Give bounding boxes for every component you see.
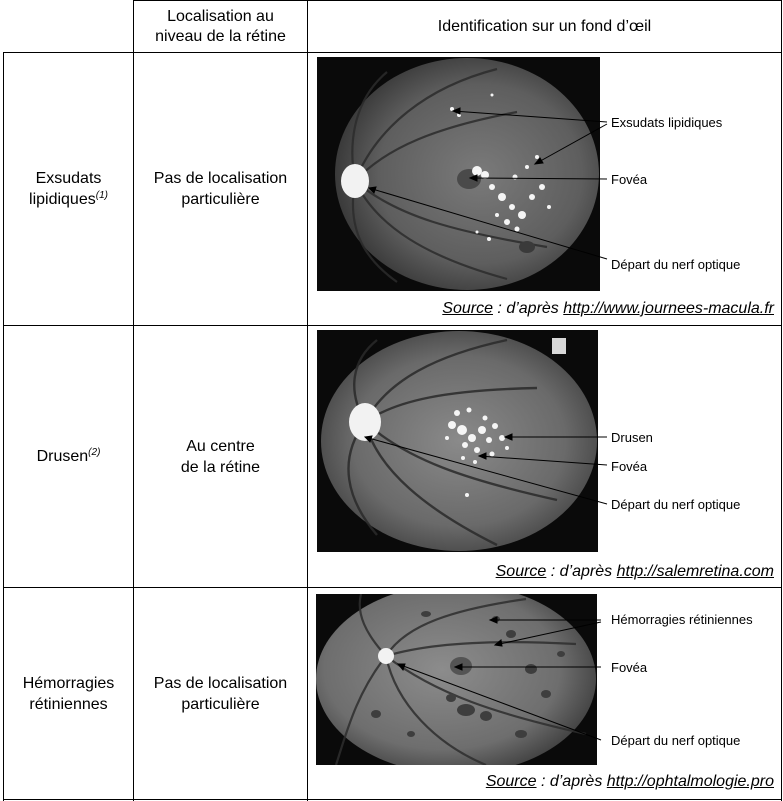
row2-source-link[interactable]: http://salemretina.com bbox=[616, 563, 774, 580]
row2-name-text: Drusen bbox=[36, 448, 89, 465]
row1-source-link[interactable]: http://www.journees-macula.fr bbox=[563, 300, 774, 317]
row2-note: (2) bbox=[88, 447, 101, 458]
row1-source-mid: : d’après bbox=[492, 300, 564, 317]
header-identification: Identification sur un fond d’œil bbox=[308, 1, 781, 52]
row3-source-mid: : d’après bbox=[536, 773, 607, 790]
row2-source-word: Source bbox=[495, 563, 547, 580]
row1-fundus-image bbox=[317, 57, 600, 291]
row1-localisation: Pas de localisation particulière bbox=[153, 170, 288, 208]
row2-source-mid: : d’après bbox=[546, 563, 617, 580]
row2-label-drusen: Drusen bbox=[611, 430, 653, 445]
row2-name: Drusen(2) bbox=[37, 446, 101, 467]
row3-name: Hémorragies rétiniennes bbox=[22, 674, 115, 713]
row3-label-fovea: Fovéa bbox=[611, 660, 648, 675]
row3-fundus-image bbox=[316, 594, 597, 765]
row1-source-word: Source bbox=[442, 300, 493, 317]
row3-localisation-cell: Pas de localisation particulière bbox=[134, 588, 307, 799]
row1-name-text: Exsudats lipidiques bbox=[29, 170, 102, 208]
row3-source-word: Source bbox=[485, 773, 537, 790]
row2-localisation: Au centre de la rétine bbox=[180, 437, 261, 476]
row2-source: Source : d’après http://salemretina.com bbox=[496, 563, 774, 581]
row3-label-optic-nerve: Départ du nerf optique bbox=[611, 733, 741, 748]
header-identification-text: Identification sur un fond d’œil bbox=[437, 17, 652, 35]
row2-label-optic-nerve: Départ du nerf optique bbox=[611, 497, 741, 512]
row1-label-optic-nerve: Départ du nerf optique bbox=[611, 257, 741, 272]
row3-localisation: Pas de localisation particulière bbox=[153, 674, 288, 713]
row3-source: Source : d’après http://ophtalmologie.pr… bbox=[486, 773, 774, 791]
row1-label-fovea: Fovéa bbox=[611, 172, 648, 187]
row2-label-fovea: Fovéa bbox=[611, 459, 648, 474]
row3-name-cell: Hémorragies rétiniennes bbox=[4, 588, 133, 799]
row2-fundus-image bbox=[317, 330, 598, 552]
header-localisation: Localisation au niveau de la rétine bbox=[134, 1, 307, 52]
row1-label-exudates: Exsudats lipidiques bbox=[611, 115, 723, 130]
row3-source-link[interactable]: http://ophtalmologie.pro bbox=[606, 773, 774, 790]
row1-name: Exsudats lipidiques(1) bbox=[29, 168, 108, 210]
row3-label-hemorrhages: Hémorragies rétiniennes bbox=[611, 612, 753, 627]
row2-localisation-cell: Au centre de la rétine bbox=[134, 326, 307, 587]
row1-source: Source : d’après http://www.journees-mac… bbox=[442, 300, 774, 318]
row1-localisation-cell: Pas de localisation particulière bbox=[134, 53, 307, 325]
row2-name-cell: Drusen(2) bbox=[4, 326, 133, 587]
header-localisation-text: Localisation au niveau de la rétine bbox=[155, 7, 286, 45]
row1-name-cell: Exsudats lipidiques(1) bbox=[4, 53, 133, 325]
row1-note: (1) bbox=[95, 190, 108, 201]
